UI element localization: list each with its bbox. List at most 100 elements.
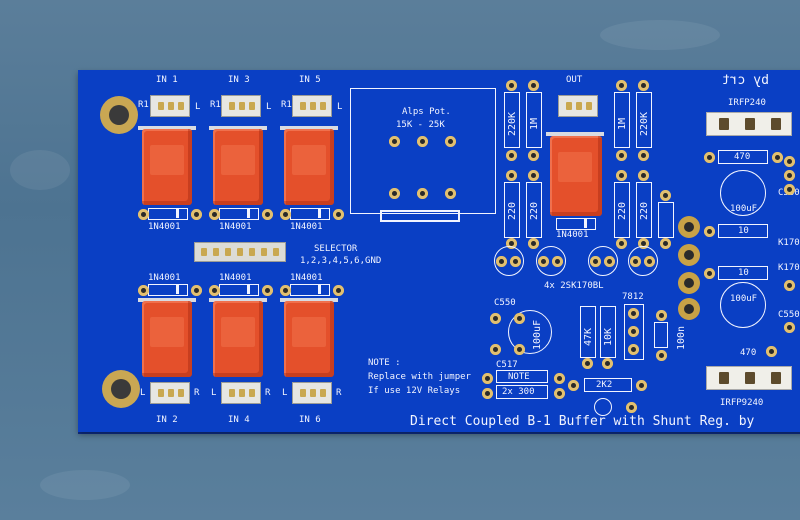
res-2x300-label: 2x 300: [502, 387, 535, 397]
diode-label: 1N4001: [290, 222, 323, 232]
pot-label: Alps Pot.: [402, 107, 451, 117]
relay-base: [138, 298, 196, 302]
diode-label: 1N4001: [219, 222, 252, 232]
resistor-10: [718, 266, 768, 280]
pin-l-label: L: [195, 102, 201, 112]
res-1m-label: 1M: [617, 117, 628, 130]
pin-l-label: L: [211, 388, 217, 398]
pin-r1-label: R1: [138, 100, 149, 110]
diode-pad: [209, 285, 220, 296]
cap-100uf-outline: [720, 170, 766, 216]
res-220-label: 220: [617, 201, 628, 220]
resistor-jumper: [658, 202, 674, 238]
cap-100uf-label: 100uF: [730, 294, 758, 304]
pad: [482, 373, 493, 384]
jfet-pad: [604, 256, 615, 267]
resistor-1m: [526, 92, 542, 148]
resistor-220: [614, 182, 630, 238]
res-10k-label: 10K: [603, 327, 614, 346]
pad: [638, 150, 649, 161]
res-2k2-label: 2K2: [596, 380, 613, 390]
input-header-1: [150, 95, 190, 117]
note-line-2: If use 12V Relays: [368, 386, 461, 396]
diode-label: 1N4001: [148, 222, 181, 232]
pad: [528, 150, 539, 161]
regulator-outline: [624, 304, 644, 360]
relay-base: [280, 126, 338, 130]
pad: [660, 238, 671, 249]
mounting-hole: [102, 370, 140, 408]
bench-stain: [40, 470, 130, 500]
input-label-3: IN 3: [228, 75, 250, 85]
pot-pad: [445, 188, 456, 199]
power-pad: [678, 298, 700, 320]
diode-label: 1N4001: [148, 273, 181, 283]
diode-d6: [290, 284, 330, 296]
pot-pad: [389, 136, 400, 147]
pot-tab: [380, 220, 460, 222]
input-header-4: [221, 382, 261, 404]
jfet-pad: [552, 256, 563, 267]
res-1m-label: 1M: [529, 117, 540, 130]
pad: [704, 268, 715, 279]
pot-pad: [417, 136, 428, 147]
pad: [772, 152, 783, 163]
res-220-label: 220: [529, 201, 540, 220]
pad: [704, 226, 715, 237]
diode-pad: [280, 209, 291, 220]
c550-label: C550: [778, 310, 800, 320]
jfet-outline: [588, 246, 618, 276]
resistor-220: [636, 182, 652, 238]
input-header-2: [150, 382, 190, 404]
mosfet-bottom-label: IRFP9240: [720, 398, 764, 408]
pad: [514, 313, 525, 324]
res-220-label: 220: [639, 201, 650, 220]
relay-base: [138, 126, 196, 130]
pad: [628, 344, 639, 355]
cap-100uf-label: 100uF: [730, 204, 758, 214]
pad: [554, 388, 565, 399]
pad: [602, 358, 613, 369]
diode-d2: [148, 284, 188, 296]
diode-label: 1N4001: [219, 273, 252, 283]
jfet-outline: [494, 246, 524, 276]
pad: [528, 80, 539, 91]
pad: [568, 380, 579, 391]
resistor-2k2: [584, 378, 632, 392]
c517-label: C517: [496, 360, 518, 370]
pad: [784, 184, 795, 195]
pot-tab: [380, 210, 460, 212]
diode-pad: [333, 209, 344, 220]
k170-label: K170: [778, 263, 800, 273]
pad: [490, 344, 501, 355]
diode-pad: [191, 209, 202, 220]
pin-r1-label: R1: [210, 100, 221, 110]
resistor-220: [526, 182, 542, 238]
mosfet-bottom-body: [706, 366, 792, 390]
relay-in3: [213, 129, 263, 205]
pin-r-label: R: [194, 388, 200, 398]
diode-pad: [138, 285, 149, 296]
pin-l-label: L: [266, 102, 272, 112]
diode-pad: [191, 285, 202, 296]
res-470-label: 470: [734, 152, 751, 162]
resistor-470: [718, 150, 768, 164]
led-outline: [594, 398, 612, 416]
resistor-220k: [504, 92, 520, 148]
output-header: [558, 95, 598, 117]
corner-text: by crt: [722, 73, 769, 88]
pcb-board: IN 1 IN 3 IN 5 R1 R1 R1 L L L 1N4001 1N4…: [78, 70, 800, 432]
res-47k-label: 47K: [583, 327, 594, 346]
note-title: NOTE :: [368, 358, 401, 368]
pad: [514, 344, 525, 355]
note-box-label: NOTE: [508, 372, 530, 382]
pad: [554, 373, 565, 384]
res-10-label: 10: [738, 268, 749, 278]
relay-base: [280, 298, 338, 302]
input-label-6: IN 6: [299, 415, 321, 425]
diode-pad: [138, 209, 149, 220]
mosfet-top-label: IRFP240: [728, 98, 766, 108]
resistor-47k: [580, 306, 596, 358]
board-title: Direct Coupled B-1 Buffer with Shunt Reg…: [410, 414, 755, 429]
relay-out: [550, 136, 602, 216]
